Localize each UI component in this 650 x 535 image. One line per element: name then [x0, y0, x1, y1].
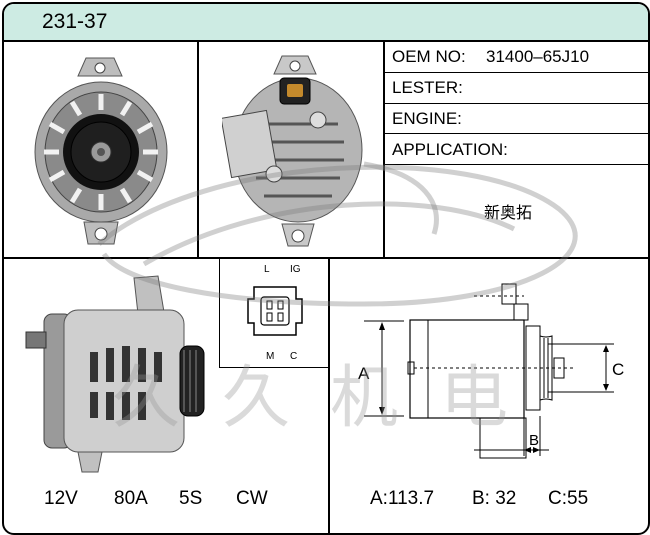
- voltage-rating: 12V: [44, 488, 78, 509]
- connector-diagram: L IG M C: [219, 259, 330, 368]
- dimension-b-value: B: 32: [472, 488, 517, 509]
- current-rating: 80A: [114, 488, 148, 509]
- spec-row-line-3: [385, 133, 648, 134]
- divider-bottom: [328, 257, 330, 533]
- dimension-b-marker: B: [529, 432, 540, 449]
- lester-label: LESTER:: [392, 78, 463, 97]
- alternator-rear-image: [222, 55, 363, 247]
- pulley-grooves: 5S: [179, 488, 203, 509]
- oem-label: OEM NO:: [392, 47, 466, 66]
- alternator-side-image: [25, 275, 205, 473]
- watermark-char-2: 久: [222, 359, 291, 438]
- dimension-c-marker: C: [612, 360, 625, 379]
- application-label: APPLICATION:: [392, 140, 508, 159]
- divider-top-1: [197, 40, 199, 257]
- oem-value: 31400–65J10: [486, 47, 590, 66]
- alternator-front-image: [34, 57, 168, 245]
- watermark-char-3: 机: [330, 359, 399, 438]
- spec-row-line-2: [385, 103, 648, 104]
- watermark-char-1: 久: [112, 359, 181, 438]
- dimension-diagram: [364, 283, 614, 459]
- connector-pin-l-label: L: [264, 264, 270, 275]
- dimension-c-value: C:55: [548, 488, 589, 509]
- connector-pin-m-label: M: [266, 351, 275, 362]
- watermark-char-4: 电: [440, 359, 509, 438]
- spec-row-line-1: [385, 72, 648, 73]
- dimension-a-marker: A: [358, 364, 370, 383]
- connector-pin-c-label: C: [290, 351, 298, 362]
- part-number-title: 231-37: [42, 10, 108, 33]
- spec-row-line-4: [385, 164, 648, 165]
- dimension-a-value: A:113.7: [370, 488, 435, 509]
- divider-middle: [4, 257, 648, 259]
- divider-top-2: [383, 40, 385, 257]
- connector-pin-ig-label: IG: [290, 264, 301, 275]
- engine-label: ENGINE:: [392, 109, 462, 128]
- header-bar: 231-37: [4, 4, 648, 42]
- rotation-direction: CW: [236, 488, 268, 509]
- application-value: 新奥拓: [484, 203, 533, 222]
- connector-plug-icon: [247, 286, 303, 336]
